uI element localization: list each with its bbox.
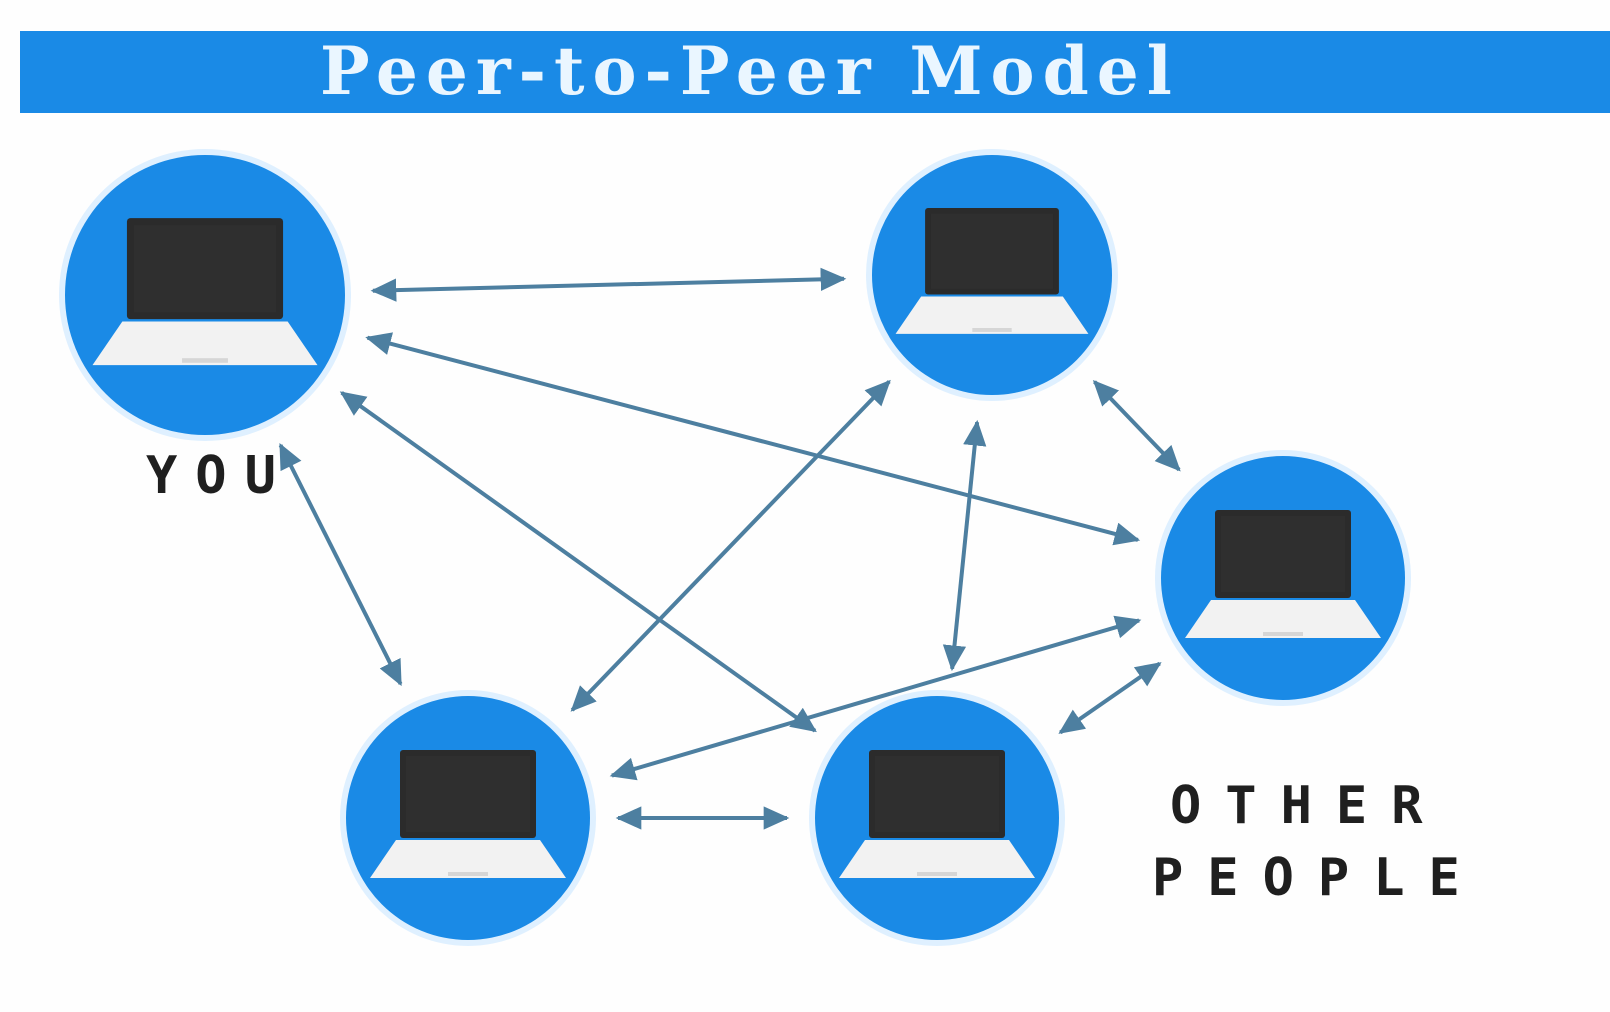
peer-node-you [59, 149, 351, 441]
arrow-you-to-peer-bottom-left [278, 443, 403, 687]
diagram-title: Peer-to-Peer Model [320, 32, 1180, 110]
other-people-label-line1: OTHER [1170, 776, 1447, 836]
peer-node-peer-bottom-mid [809, 690, 1065, 946]
arrow-you-to-peer-top [370, 267, 847, 302]
arrow-peer-top-to-peer-right [1092, 380, 1181, 472]
arrow-peer-right-to-peer-bottom-left [609, 615, 1142, 781]
arrow-peer-top-to-peer-bottom-left [570, 379, 891, 712]
peer-node-peer-right [1155, 450, 1411, 706]
other-people-label: OTHER PEOPLE [1152, 770, 1484, 914]
peer-node-peer-top [866, 149, 1118, 401]
you-label: YOU [146, 446, 294, 506]
other-people-label-line2: PEOPLE [1152, 848, 1484, 908]
connection-arrows [278, 267, 1181, 830]
peer-nodes [59, 149, 1411, 946]
arrow-you-to-peer-bottom-mid [339, 391, 817, 733]
title-banner: Peer-to-Peer Model [20, 31, 1610, 113]
arrow-peer-top-to-peer-bottom-mid [942, 419, 987, 672]
peer-node-peer-bottom-left [340, 690, 596, 946]
arrow-peer-right-to-peer-bottom-mid [1058, 661, 1162, 735]
